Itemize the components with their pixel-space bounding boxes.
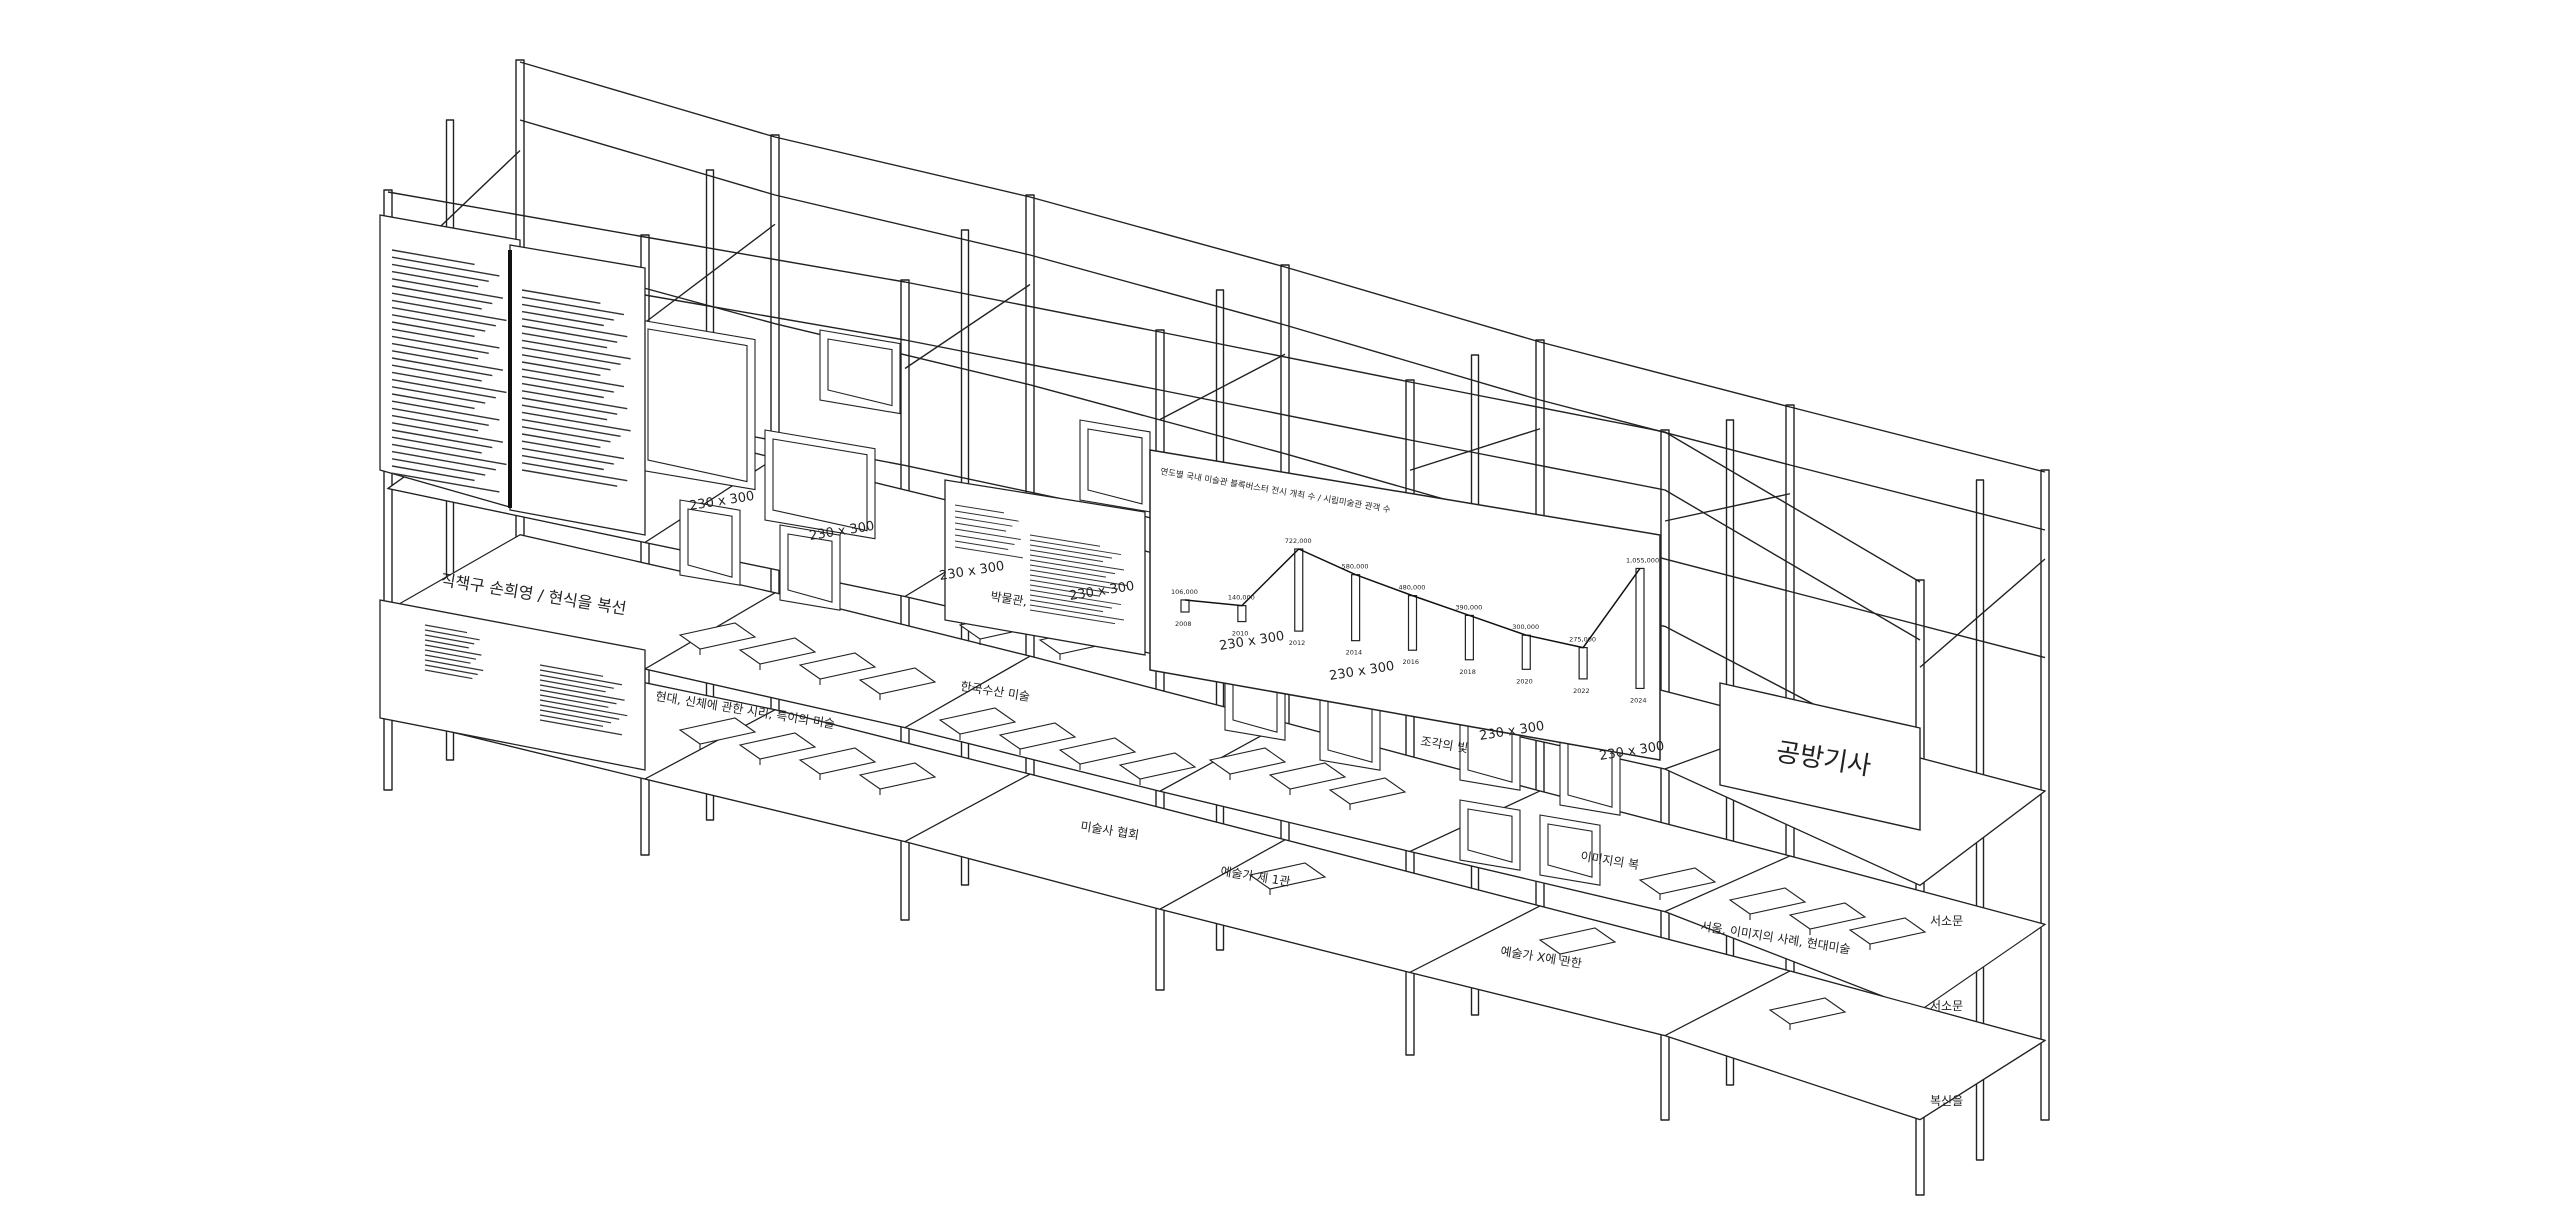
book (1328, 777, 1407, 810)
chart-series-line (1184, 548, 1641, 649)
side-note-label: 서소문 (1930, 914, 1963, 928)
book (1788, 902, 1867, 935)
shelf-board (1663, 970, 2047, 1121)
display-frame (679, 499, 741, 586)
book (678, 717, 757, 750)
chart-bar (1464, 614, 1474, 661)
side-note-label: 서소문 (1930, 999, 1963, 1013)
shelf-sign-box: 공방기사 (1719, 682, 1921, 831)
display-frame (819, 329, 901, 415)
display-frame (1539, 814, 1601, 886)
display-objects (639, 319, 1927, 1030)
chart-value-label: 140,000 (1228, 594, 1255, 602)
chart-category-label: 2016 (1403, 658, 1420, 666)
front-post (1915, 579, 1925, 1196)
display-frame (1459, 799, 1521, 871)
book (798, 747, 877, 780)
book (1638, 867, 1717, 900)
book (858, 667, 937, 700)
chart-bar (1237, 605, 1247, 623)
book (858, 762, 937, 795)
book (1768, 997, 1847, 1030)
chart-value-label: 722,000 (1285, 537, 1312, 545)
chart-value-label: 300,000 (1512, 623, 1539, 631)
display-frame (764, 429, 876, 540)
book (1728, 887, 1807, 920)
left-text-panel-2 (508, 244, 646, 536)
book (1268, 762, 1347, 795)
chart-category-label: 2010 (1232, 630, 1249, 638)
shelf-item-label: 박물관, (990, 589, 1029, 609)
front-post (640, 234, 650, 856)
book (998, 722, 1077, 755)
chart-category-label: 2024 (1630, 696, 1647, 704)
book (1248, 862, 1327, 895)
chart-bar (1294, 548, 1304, 632)
front-post (1405, 379, 1415, 1056)
side-note-label: 복신을 (1930, 1094, 1963, 1108)
book (1118, 752, 1197, 785)
chart-value-label: 580,000 (1342, 563, 1369, 571)
chart-value-label: 1,055,000 (1626, 556, 1659, 564)
chart-category-label: 2018 (1459, 668, 1476, 676)
chart-bar (1407, 595, 1418, 651)
chart-bar (1578, 647, 1588, 680)
chart-category-label: 2014 (1346, 649, 1363, 657)
chart-category-label: 2008 (1175, 620, 1192, 628)
display-frame (779, 524, 841, 611)
chart-panel: 연도별 국내 미술관 블록버스터 전시 개최 수 / 시립미술관 관객 수 10… (1149, 449, 1661, 761)
chart-bar (1521, 634, 1531, 670)
left-text-panel-1 (379, 214, 521, 511)
display-frame (1079, 419, 1151, 513)
book (678, 622, 757, 655)
chart-bar (1180, 599, 1190, 613)
front-post (1660, 429, 1670, 1121)
book (1208, 747, 1287, 780)
back-post (2040, 469, 2050, 1121)
left-lower-panel (379, 599, 646, 771)
chart-category-label: 2012 (1289, 639, 1306, 647)
book (738, 637, 817, 670)
book (798, 652, 877, 685)
chart-marks: 106,000 2008 140,000 2010 722,000 2012 580,000… (1171, 537, 1659, 704)
book (738, 732, 817, 765)
display-frame (639, 319, 756, 491)
book (1058, 737, 1137, 770)
chart-category-label: 2020 (1516, 677, 1533, 685)
book (1538, 927, 1617, 960)
chart-value-label: 106,000 (1171, 588, 1198, 596)
chart-bar (1351, 574, 1361, 642)
book (938, 707, 1017, 740)
chart-value-label: 275,000 (1569, 636, 1596, 644)
table-panel (944, 479, 1146, 656)
front-post (900, 279, 910, 921)
chart-bar (1635, 567, 1645, 690)
book (1848, 917, 1927, 950)
chart-category-label: 2022 (1573, 687, 1590, 695)
chart-value-label: 390,000 (1455, 603, 1482, 611)
chart-value-label: 480,000 (1399, 584, 1426, 592)
